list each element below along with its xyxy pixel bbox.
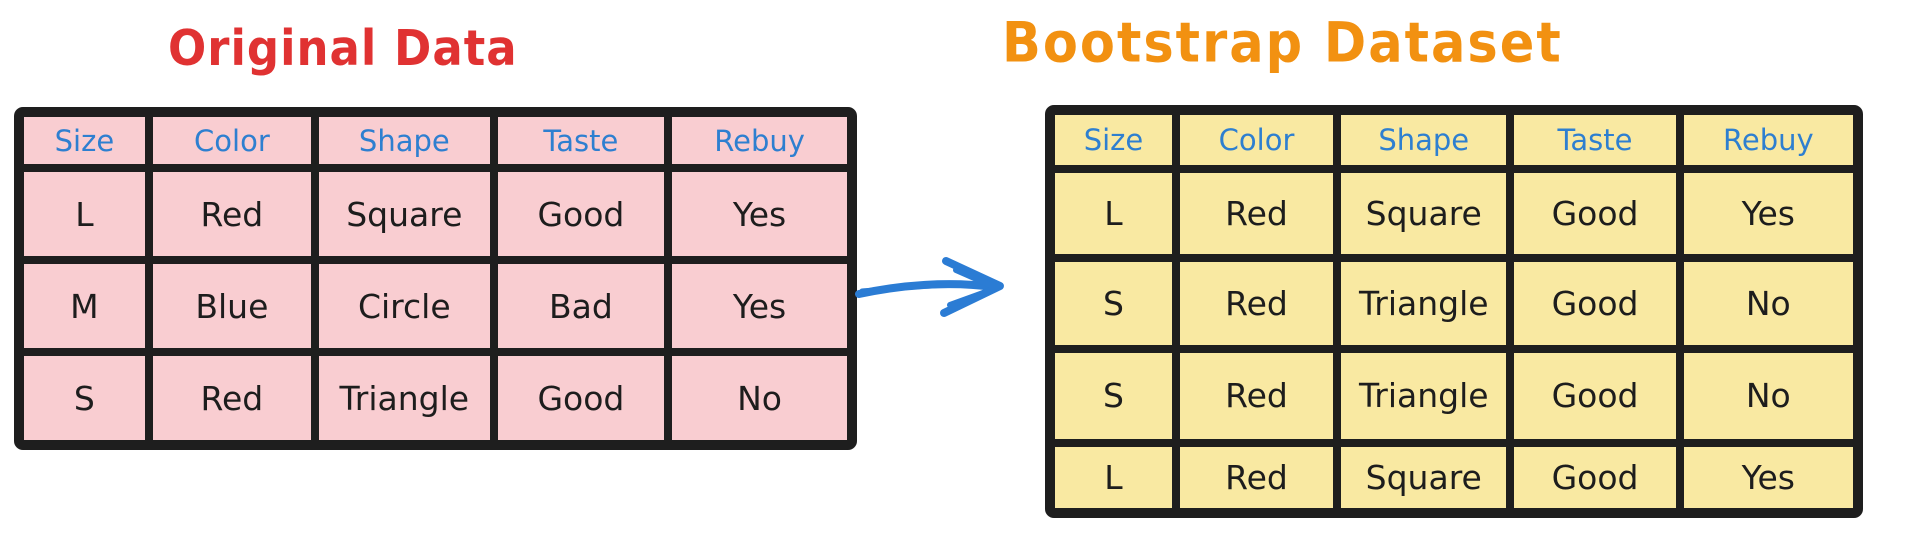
table-cell: Triangle xyxy=(1337,257,1511,349)
table-cell: Red xyxy=(148,168,315,260)
table-cell: Square xyxy=(1337,443,1511,512)
column-header-taste: Taste xyxy=(1510,111,1680,169)
original-header-row: Size Color Shape Taste Rebuy xyxy=(20,113,851,168)
table-cell: L xyxy=(1051,443,1176,512)
table-cell: No xyxy=(1679,348,1857,444)
table-cell: Red xyxy=(1175,169,1338,258)
table-cell: Yes xyxy=(668,168,851,260)
column-header-taste: Taste xyxy=(493,113,669,168)
column-header-color: Color xyxy=(148,113,315,168)
bootstrap-dataset-title: Bootstrap Dataset xyxy=(1002,11,1563,76)
table-cell: Red xyxy=(148,352,315,444)
table-cell: Blue xyxy=(148,260,315,352)
table-cell: Red xyxy=(1175,443,1338,512)
table-cell: Good xyxy=(1510,169,1680,258)
table-cell: Red xyxy=(1175,348,1338,444)
table-row: L Red Square Good Yes xyxy=(1051,443,1857,512)
table-row: L Red Square Good Yes xyxy=(20,168,851,260)
table-cell: S xyxy=(1051,348,1176,444)
table-cell: Triangle xyxy=(1337,348,1511,444)
table-cell: Good xyxy=(1510,257,1680,349)
table-row: M Blue Circle Bad Yes xyxy=(20,260,851,352)
column-header-shape: Shape xyxy=(314,113,494,168)
column-header-size: Size xyxy=(1051,111,1176,169)
table-row: S Red Triangle Good No xyxy=(20,352,851,444)
table-cell: No xyxy=(668,352,851,444)
table-cell: Yes xyxy=(668,260,851,352)
table-row: S Red Triangle Good No xyxy=(1051,348,1857,444)
table-cell: Red xyxy=(1175,257,1338,349)
column-header-rebuy: Rebuy xyxy=(1679,111,1857,169)
column-header-color: Color xyxy=(1175,111,1338,169)
table-cell: S xyxy=(1051,257,1176,349)
bootstrap-header-row: Size Color Shape Taste Rebuy xyxy=(1051,111,1857,169)
column-header-rebuy: Rebuy xyxy=(668,113,851,168)
original-data-title: Original Data xyxy=(168,19,518,78)
table-cell: Good xyxy=(1510,443,1680,512)
table-cell: Yes xyxy=(1679,169,1857,258)
table-cell: Good xyxy=(493,168,669,260)
table-cell: Yes xyxy=(1679,443,1857,512)
table-cell: No xyxy=(1679,257,1857,349)
table-cell: S xyxy=(20,352,149,444)
table-cell: Good xyxy=(1510,348,1680,444)
bootstrap-dataset-table: Size Color Shape Taste Rebuy L Red Squar… xyxy=(1045,105,1863,518)
table-row: L Red Square Good Yes xyxy=(1051,169,1857,258)
table-row: S Red Triangle Good No xyxy=(1051,257,1857,349)
table-cell: Good xyxy=(493,352,669,444)
table-cell: Square xyxy=(1337,169,1511,258)
table-cell: M xyxy=(20,260,149,352)
column-header-shape: Shape xyxy=(1337,111,1511,169)
table-cell: Bad xyxy=(493,260,669,352)
table-cell: Triangle xyxy=(314,352,494,444)
table-cell: Square xyxy=(314,168,494,260)
table-cell: Circle xyxy=(314,260,494,352)
table-cell: L xyxy=(20,168,149,260)
column-header-size: Size xyxy=(20,113,149,168)
table-cell: L xyxy=(1051,169,1176,258)
original-data-table: Size Color Shape Taste Rebuy L Red Squar… xyxy=(14,107,857,450)
